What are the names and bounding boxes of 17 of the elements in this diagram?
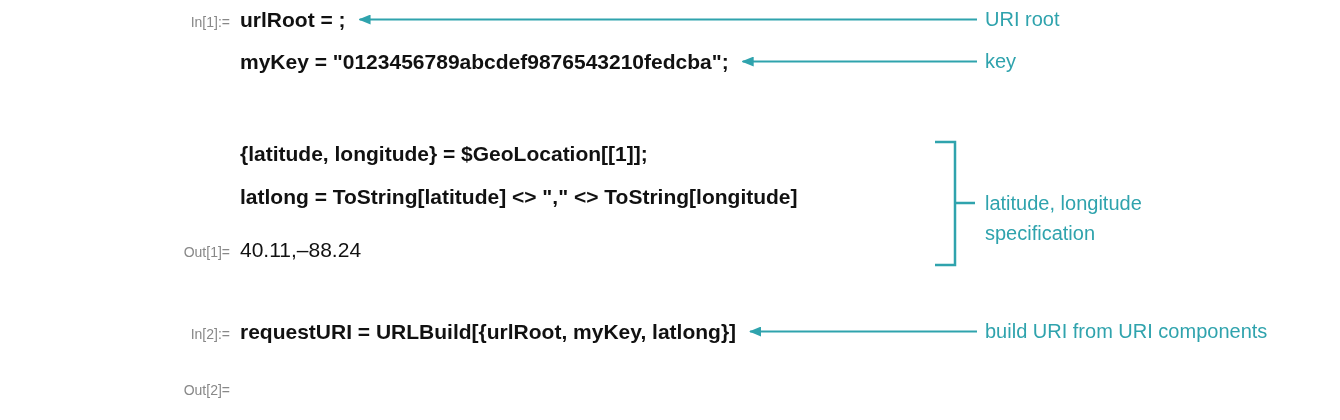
code-line: urlRoot = ;	[240, 8, 346, 32]
code-line: latlong = ToString[latitude] <> "," <> ToString[longitude]	[240, 185, 798, 209]
arrow	[741, 56, 978, 67]
arrow	[749, 326, 978, 337]
input-prompt: In[1]:=	[189, 14, 230, 30]
annotation-text: latitude, longitude specification	[985, 191, 1143, 246]
annotation-text: key	[985, 50, 1017, 73]
input-prompt: In[2]:=	[189, 326, 230, 342]
annotation-text: URI root	[985, 8, 1060, 31]
output-prompt: Out[2]=	[182, 382, 230, 398]
output-prompt: Out[1]=	[182, 244, 230, 260]
annotation-text: build URI from URI components	[985, 320, 1268, 343]
code-line: {latitude, longitude} = $GeoLocation[[1]];	[240, 142, 648, 166]
code-line: myKey = "0123456789abcdef9876543210fedcba";	[240, 50, 729, 74]
arrow	[358, 14, 978, 25]
output-value: 40.11,–88.24	[240, 238, 362, 262]
code-line: requestURI = URLBuild[{urlRoot, myKey, latlong}]	[240, 320, 737, 344]
